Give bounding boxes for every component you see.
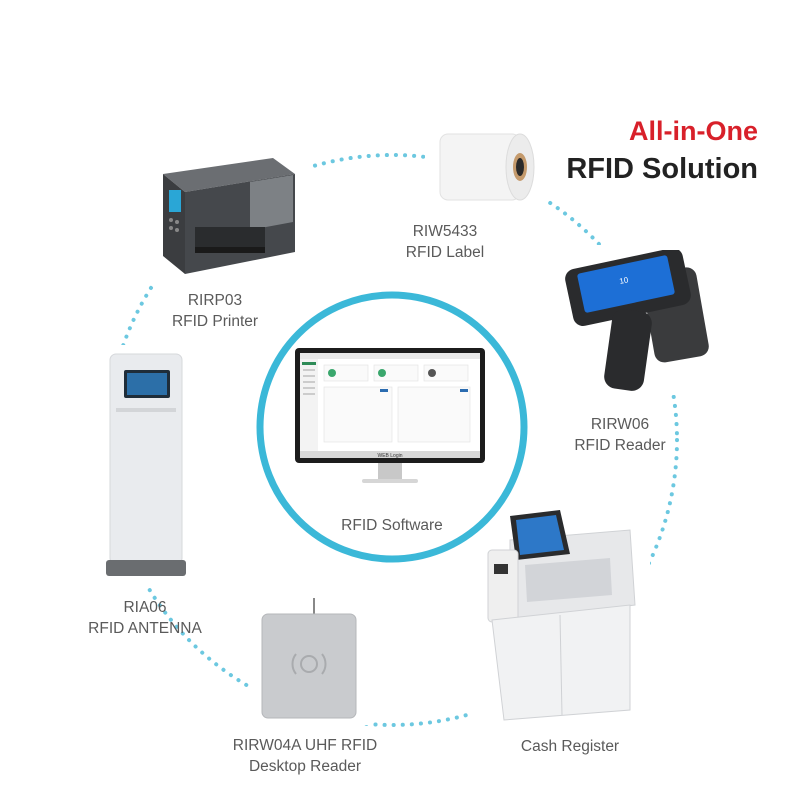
caption-desktop-line2: Desktop Reader xyxy=(248,758,361,775)
handheld-reader-image: 10 xyxy=(565,250,709,391)
headline-line2: RFID Solution xyxy=(566,153,758,185)
caption-reader-line1: RIRW06 xyxy=(590,416,650,433)
caption-antenna-line2: RFID ANTENNA xyxy=(88,620,202,637)
desktop-reader-image xyxy=(261,598,357,719)
caption-register-line1: Cash Register xyxy=(520,738,620,755)
caption-printer-line2: RFID Printer xyxy=(171,313,259,330)
label-roll-image xyxy=(439,133,535,201)
caption-reader: RIRW06 RFID Reader xyxy=(560,414,680,456)
headline: All-in-One RFID Solution xyxy=(566,112,758,188)
caption-label-line1: RIW5433 xyxy=(412,223,478,240)
printer-image xyxy=(163,158,295,274)
cash-register-image xyxy=(487,510,636,721)
caption-desktop: RIRW04A UHF RFID Desktop Reader xyxy=(225,735,385,777)
software-monitor: WEB Login xyxy=(295,348,485,483)
dotted-orbit xyxy=(105,153,679,727)
caption-printer-line1: RIRP03 xyxy=(187,292,243,309)
headline-line1: All-in-One xyxy=(629,116,758,146)
caption-label-line2: RFID Label xyxy=(405,244,485,261)
screen-footer: WEB Login xyxy=(377,453,402,459)
antenna-stand-image xyxy=(106,353,186,576)
caption-desktop-line1: RIRW04A UHF RFID xyxy=(232,737,378,754)
caption-antenna: RIA06 RFID ANTENNA xyxy=(80,597,210,639)
caption-reader-line2: RFID Reader xyxy=(574,437,666,454)
center-label: RFID Software xyxy=(341,517,443,534)
caption-label: RIW5433 RFID Label xyxy=(385,221,505,263)
caption-antenna-line1: RIA06 xyxy=(123,599,167,616)
svg-text:10: 10 xyxy=(619,275,630,286)
caption-printer: RIRP03 RFID Printer xyxy=(150,290,280,332)
caption-register: Cash Register xyxy=(505,736,635,757)
